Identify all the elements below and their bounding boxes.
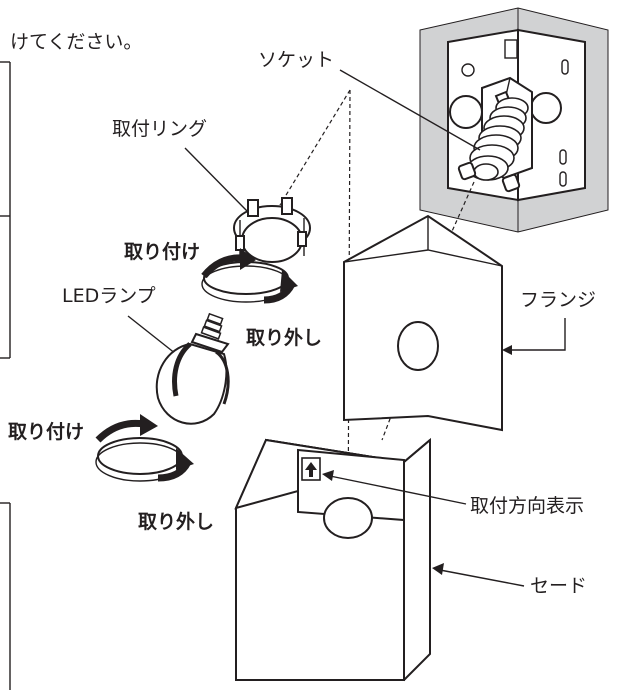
socket <box>457 97 529 193</box>
label-shade: セード <box>530 575 587 597</box>
label-remove-1: 取り外し <box>246 326 322 349</box>
leader-socket <box>339 69 481 151</box>
label-flange: フランジ <box>520 289 596 311</box>
leader-direction-mark <box>329 475 467 505</box>
label-mount-ring: 取付リング <box>112 118 207 140</box>
rotate-arrow-remove-1-head <box>280 270 298 292</box>
leader-flange-arrowhead <box>502 345 512 355</box>
label-led-lamp: LEDランプ <box>62 285 156 307</box>
led-lamp <box>155 312 230 425</box>
leader-direction-arrowhead <box>322 470 334 481</box>
leader-mount-ring <box>184 147 249 213</box>
left-frame-lower <box>0 502 11 690</box>
leader-shade-arrowhead <box>432 563 444 575</box>
guide-top-ring <box>279 89 351 206</box>
label-socket: ソケット <box>258 49 334 71</box>
mount-ring <box>201 197 311 303</box>
left-frame-upper <box>0 61 11 359</box>
rotate-arrow-attach-1-head <box>240 248 256 270</box>
label-remove-2: 取り外し <box>138 510 214 533</box>
leader-shade <box>439 569 525 587</box>
label-attach-2: 取り付け <box>8 420 84 443</box>
top-instruction-text: けてください。 <box>10 31 142 53</box>
label-attach-1: 取り付け <box>124 240 200 263</box>
flange <box>343 214 503 432</box>
leader-led-lamp <box>127 315 177 355</box>
up-arrow-icon <box>305 462 317 477</box>
rotate-arrow-remove-2-head <box>176 448 194 470</box>
rotate-arrow-attach-2 <box>95 419 145 443</box>
leader-flange <box>508 318 566 351</box>
rotate-arrow-attach-2-head <box>140 414 158 436</box>
shade <box>234 437 431 682</box>
label-direction-mark: 取付方向表示 <box>470 495 584 517</box>
